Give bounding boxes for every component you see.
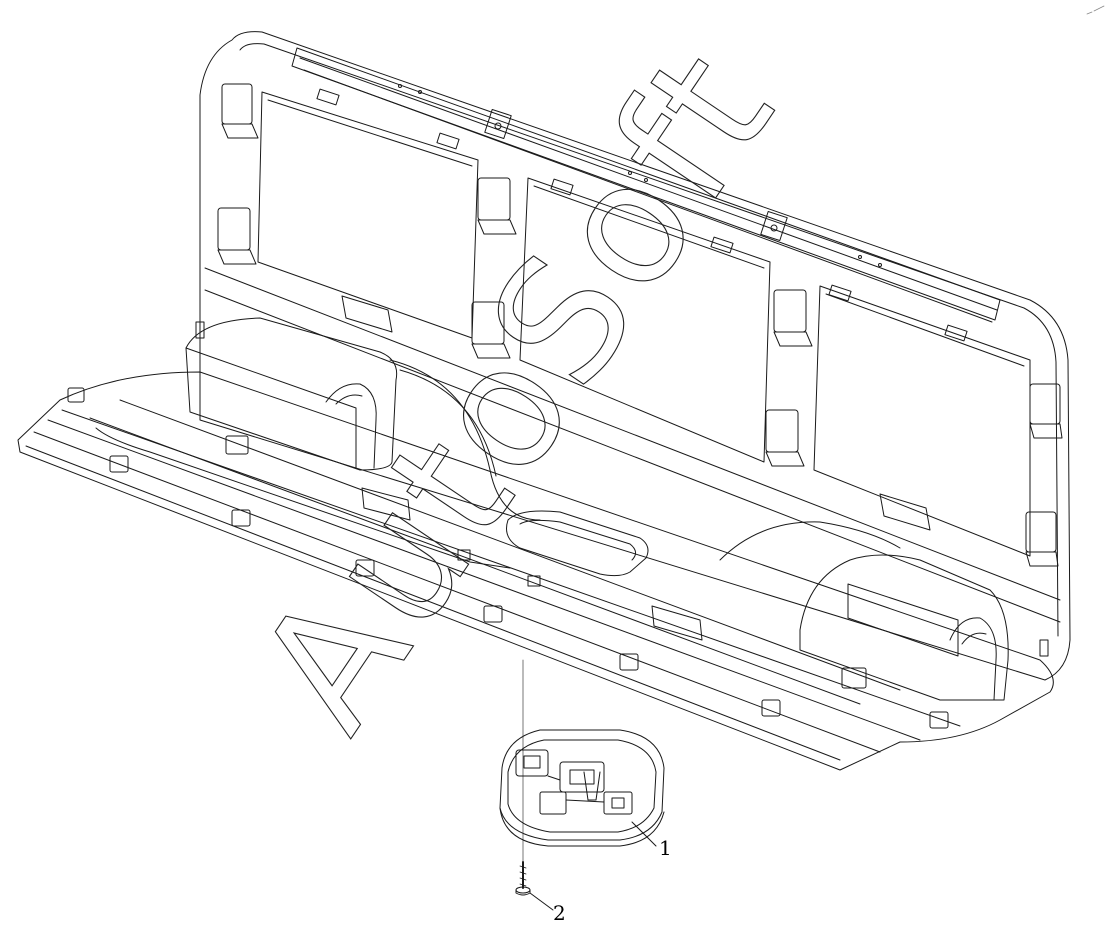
back-panel	[199, 31, 1071, 681]
callout-1: 1	[659, 836, 672, 860]
callout-2: 2	[553, 901, 566, 925]
base-tray	[17, 317, 1054, 771]
screw-part	[515, 861, 554, 911]
lamp-housing-part	[499, 729, 665, 847]
